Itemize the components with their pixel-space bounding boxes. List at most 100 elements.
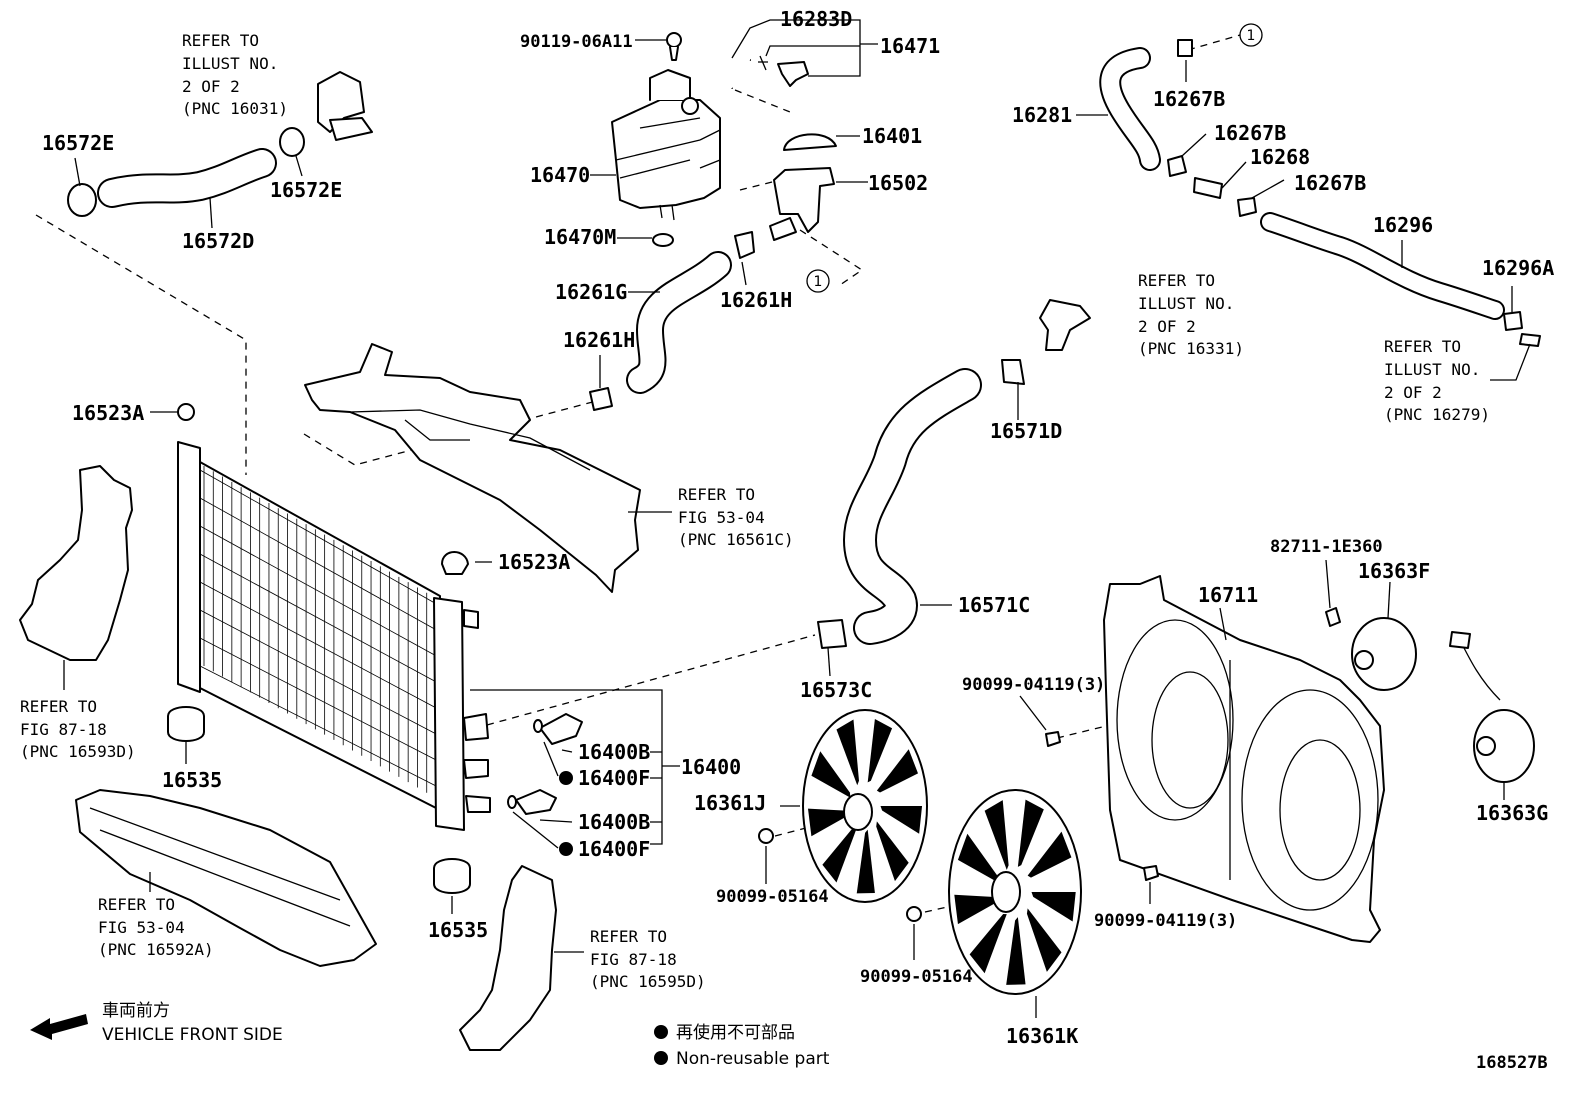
fan-blade <box>876 749 919 793</box>
svg-text:(PNC 16595D): (PNC 16595D) <box>590 972 706 991</box>
label-16572d: 16572D <box>182 229 254 253</box>
svg-text:16400F: 16400F <box>578 837 650 861</box>
fan-blade <box>1026 908 1062 972</box>
label-90099-04119-lower: 90099-04119(3) <box>1094 911 1237 931</box>
radiator-tube <box>199 609 441 737</box>
fan-blade <box>1027 831 1072 878</box>
svg-text:FIG 87-18: FIG 87-18 <box>590 950 677 969</box>
vehicle-front-direction: 車両前方 VEHICLE FRONT SIDE <box>30 1001 283 1045</box>
label-16711: 16711 <box>1198 583 1258 607</box>
bolt-90119 <box>666 32 682 61</box>
svg-text:2 OF 2: 2 OF 2 <box>1384 383 1442 402</box>
label-16281: 16281 <box>1012 103 1072 127</box>
label-16283d: 16283D <box>780 7 852 31</box>
label-16363f: 16363F <box>1358 559 1430 583</box>
label-16261h-lower: 16261H <box>563 328 635 352</box>
label-16400: 16400 <box>681 755 741 779</box>
legend: 再使用不可部品 Non-reusable part <box>654 1022 830 1069</box>
fan-blade <box>811 751 851 798</box>
label-16535-left: 16535 <box>162 768 222 792</box>
svg-text:(PNC 16593D): (PNC 16593D) <box>20 742 136 761</box>
radiator-tube <box>199 497 441 633</box>
svg-text:VEHICLE FRONT SIDE: VEHICLE FRONT SIDE <box>102 1025 283 1045</box>
label-16471: 16471 <box>880 34 940 58</box>
refer-note-16561c: REFER TO FIG 53-04 (PNC 16561C) <box>678 485 794 549</box>
fan-blade <box>1031 892 1076 922</box>
label-16400b-upper: 16400B <box>578 740 650 764</box>
label-16361k: 16361K <box>1006 1024 1078 1048</box>
circle-marker-1-reservoir: 1 <box>806 269 830 293</box>
legend-bullet-icon <box>654 1025 668 1039</box>
label-90119-06a11: 90119-06A11 <box>520 32 633 52</box>
label-90099-04119-upper: 90099-04119(3) <box>962 675 1105 695</box>
refer-note-16331: REFER TO ILLUST NO. 2 OF 2 (PNC 16331) <box>1138 271 1244 358</box>
svg-text:FIG 53-04: FIG 53-04 <box>678 508 765 527</box>
fan-blade <box>969 913 1007 974</box>
svg-text:FIG 87-18: FIG 87-18 <box>20 720 107 739</box>
label-16571c: 16571C <box>958 593 1030 617</box>
figure-id: 168527B <box>1476 1053 1548 1073</box>
label-16535-mid: 16535 <box>428 918 488 942</box>
svg-text:2 OF 2: 2 OF 2 <box>182 77 240 96</box>
svg-text:16400F: 16400F <box>578 766 650 790</box>
svg-text:2 OF 2: 2 OF 2 <box>1138 317 1196 336</box>
svg-text:再使用不可部品: 再使用不可部品 <box>676 1022 795 1043</box>
svg-text:車両前方: 車両前方 <box>102 1001 170 1021</box>
label-16573c: 16573C <box>800 678 872 702</box>
label-16400f-upper: 16400F <box>559 766 650 790</box>
svg-text:ILLUST NO.: ILLUST NO. <box>1384 360 1480 379</box>
radiator-tube <box>199 637 441 763</box>
svg-text:(PNC 16331): (PNC 16331) <box>1138 339 1244 358</box>
svg-text:Non-reusable part: Non-reusable part <box>676 1049 830 1069</box>
label-16361j: 16361J <box>694 791 766 815</box>
fan-blade <box>954 894 1000 925</box>
fan-blade <box>836 719 859 786</box>
radiator-tube <box>199 553 441 685</box>
fan-blade <box>1017 799 1044 867</box>
label-16523a-upper: 16523A <box>72 401 144 425</box>
label-16571d: 16571D <box>990 419 1062 443</box>
label-16470: 16470 <box>530 163 590 187</box>
svg-text:ILLUST NO.: ILLUST NO. <box>182 54 278 73</box>
lower-radiator-hose-group <box>817 368 982 649</box>
leader-lines <box>63 19 1531 1018</box>
refer-notes: REFER TO ILLUST NO. 2 OF 2 (PNC 16031) R… <box>20 31 1490 991</box>
heater-hose-group <box>1001 39 1541 385</box>
label-16267b-mid: 16267B <box>1214 121 1286 145</box>
svg-text:REFER TO: REFER TO <box>20 697 97 716</box>
svg-text:(PNC 16592A): (PNC 16592A) <box>98 940 214 959</box>
label-16268: 16268 <box>1250 145 1310 169</box>
svg-text:FIG 53-04: FIG 53-04 <box>98 918 185 937</box>
radiator-tube <box>199 665 441 789</box>
label-16261g: 16261G <box>555 280 627 304</box>
label-16502: 16502 <box>868 171 928 195</box>
front-arrow-icon <box>30 1014 88 1040</box>
label-82711-1e360: 82711-1E360 <box>1270 537 1383 557</box>
refer-note-16279: REFER TO ILLUST NO. 2 OF 2 (PNC 16279) <box>1384 337 1490 424</box>
svg-text:REFER TO: REFER TO <box>1384 337 1461 356</box>
svg-text:REFER TO: REFER TO <box>1138 271 1215 290</box>
label-16267b-top: 16267B <box>1153 87 1225 111</box>
label-16572e-right: 16572E <box>270 178 342 202</box>
fan-blade <box>957 833 1000 884</box>
label-16470m: 16470M <box>544 225 616 249</box>
radiator-core <box>167 403 583 894</box>
label-16267b-right: 16267B <box>1294 171 1366 195</box>
fan-blade <box>1006 917 1026 985</box>
label-90099-05164-right: 90099-05164 <box>860 967 973 987</box>
svg-text:1: 1 <box>814 274 823 290</box>
svg-text:REFER TO: REFER TO <box>182 31 259 50</box>
refer-note-16595d: REFER TO FIG 87-18 (PNC 16595D) <box>590 927 706 991</box>
legend-bullet-icon <box>654 1051 668 1065</box>
side-seals <box>19 465 557 1051</box>
upper-radiator-hose-group <box>67 71 373 217</box>
label-16296a: 16296A <box>1482 256 1554 280</box>
fan-blade <box>822 826 858 883</box>
fan-blade <box>856 829 875 894</box>
svg-text:REFER TO: REFER TO <box>98 895 175 914</box>
radiator-tube <box>199 525 441 659</box>
fan-16361j <box>758 709 928 903</box>
svg-text:(PNC 16561C): (PNC 16561C) <box>678 530 794 549</box>
svg-text:(PNC 16279): (PNC 16279) <box>1384 405 1490 424</box>
